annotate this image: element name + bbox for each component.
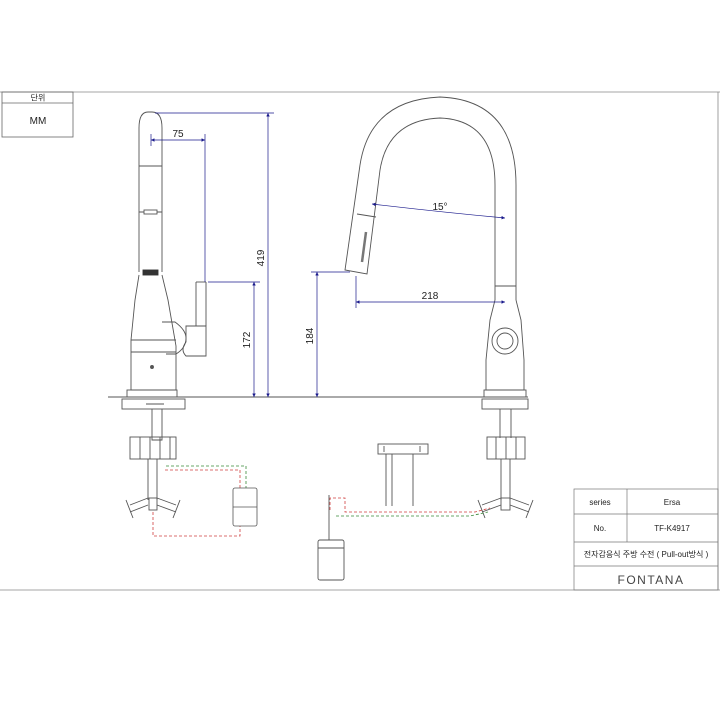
faucet-front-view bbox=[344, 96, 534, 519]
unit-label: 단위 bbox=[31, 93, 46, 103]
title-block bbox=[573, 488, 719, 591]
series-value: Ersa bbox=[664, 498, 681, 507]
product-description: 전자감응식 주방 수전 ( Pull-out방식 ) bbox=[584, 549, 709, 559]
series-label: series bbox=[589, 498, 610, 507]
no-label: No. bbox=[594, 524, 606, 533]
faucet-side-view bbox=[121, 111, 207, 519]
left-dimensions bbox=[150, 112, 274, 397]
brand-name: FONTANA bbox=[618, 573, 685, 587]
left-supply-hoses bbox=[152, 465, 258, 537]
dim-reach: 218 bbox=[422, 291, 439, 302]
unit-value: MM bbox=[30, 116, 47, 127]
dim-total-height: 419 bbox=[256, 249, 267, 266]
no-value: TF-K4917 bbox=[654, 524, 690, 533]
dim-outlet-height: 184 bbox=[305, 327, 316, 344]
right-dimensions bbox=[311, 202, 506, 397]
right-supply-hoses bbox=[329, 497, 491, 517]
sensor-module bbox=[317, 443, 429, 581]
aerator-outlet bbox=[142, 269, 159, 276]
dim-spout-offset: 75 bbox=[172, 129, 184, 140]
unit-box: 단위 MM bbox=[1, 91, 74, 138]
dim-angle: 15° bbox=[432, 202, 447, 213]
dim-handle-height: 172 bbox=[242, 331, 253, 348]
